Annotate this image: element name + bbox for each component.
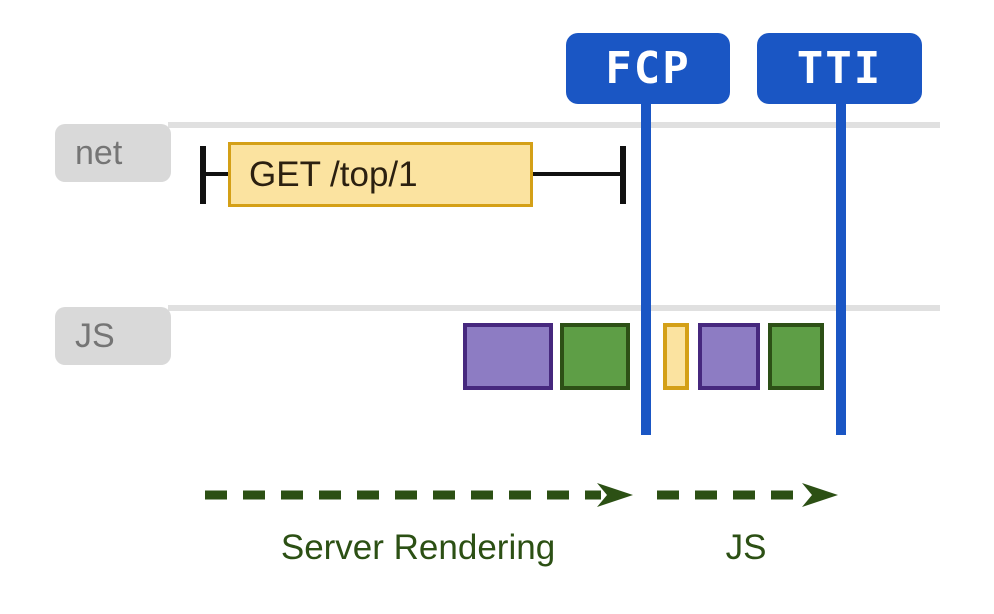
lane-label-js-text: JS <box>75 317 115 355</box>
js-task-block-script[interactable] <box>560 323 630 390</box>
js-phase-caption-text: JS <box>725 528 767 567</box>
js-task-block-render[interactable] <box>463 323 553 390</box>
server-rendering-caption-text: Server Rendering <box>280 528 556 567</box>
lane-label-net-text: net <box>75 134 123 172</box>
request-left-stem <box>203 172 231 176</box>
js-phase-arrow <box>657 483 838 507</box>
js-task-block-parse[interactable] <box>663 323 689 390</box>
tti-marker-line <box>836 104 846 435</box>
network-request-label: GET /top/1 <box>249 155 418 194</box>
tti-marker-label: TTI <box>796 42 883 94</box>
request-end-cap <box>620 146 626 204</box>
lane-label-net: net <box>55 124 171 182</box>
lane-track-js <box>168 305 940 311</box>
request-start-cap <box>200 146 206 204</box>
js-task-block-commit[interactable] <box>768 323 824 390</box>
js-task-block-hydrate[interactable] <box>698 323 760 390</box>
fcp-marker-label: FCP <box>605 42 691 94</box>
lane-track-net <box>168 122 940 128</box>
lane-label-js: JS <box>55 307 171 365</box>
fcp-marker-line <box>641 104 651 435</box>
js-phase-caption: JS <box>616 530 876 565</box>
network-request-bar[interactable]: GET /top/1 <box>228 142 533 207</box>
request-right-stem <box>530 172 622 176</box>
fcp-marker-badge[interactable]: FCP <box>566 33 730 104</box>
server-rendering-caption: Server Rendering <box>163 530 673 565</box>
tti-marker-badge[interactable]: TTI <box>757 33 922 104</box>
server-rendering-arrow <box>205 483 633 507</box>
